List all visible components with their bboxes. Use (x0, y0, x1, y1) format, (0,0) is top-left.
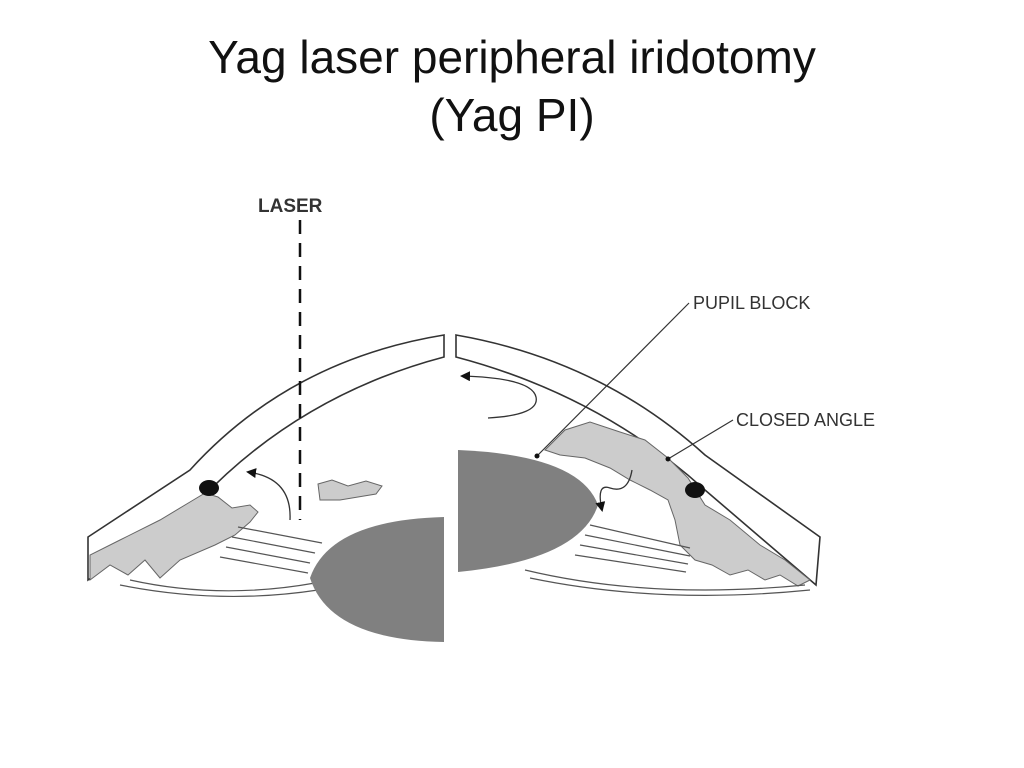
flow-arrow-top (460, 371, 537, 419)
laser-label: LASER (258, 196, 323, 217)
pupil-block-point (534, 453, 540, 459)
title-line-1: Yag laser peripheral iridotomy (208, 31, 816, 83)
closed-angle-leader (667, 419, 734, 460)
zonules-right (524, 524, 811, 596)
zonules-left (119, 526, 323, 597)
pupil-block-leader (536, 302, 690, 457)
closed-angle-label: CLOSED ANGLE (736, 410, 875, 430)
lens-left (310, 517, 444, 642)
flow-arrow-right (595, 469, 633, 512)
pupil-block-label: PUPIL BLOCK (693, 293, 810, 313)
iris-left (89, 492, 259, 581)
iris-fragment (317, 479, 383, 501)
cornea-right (455, 334, 821, 587)
schlemm-canal-right (685, 482, 705, 498)
slide-title: Yag laser peripheral iridotomy (Yag PI) (0, 28, 1024, 144)
cornea-left (87, 334, 445, 582)
schlemm-canal-left (199, 480, 219, 496)
lens-right (458, 450, 598, 572)
iris-right (544, 421, 811, 587)
flow-arrow-left (246, 468, 291, 521)
title-line-2: (Yag PI) (429, 89, 595, 141)
closed-angle-point (665, 456, 671, 462)
